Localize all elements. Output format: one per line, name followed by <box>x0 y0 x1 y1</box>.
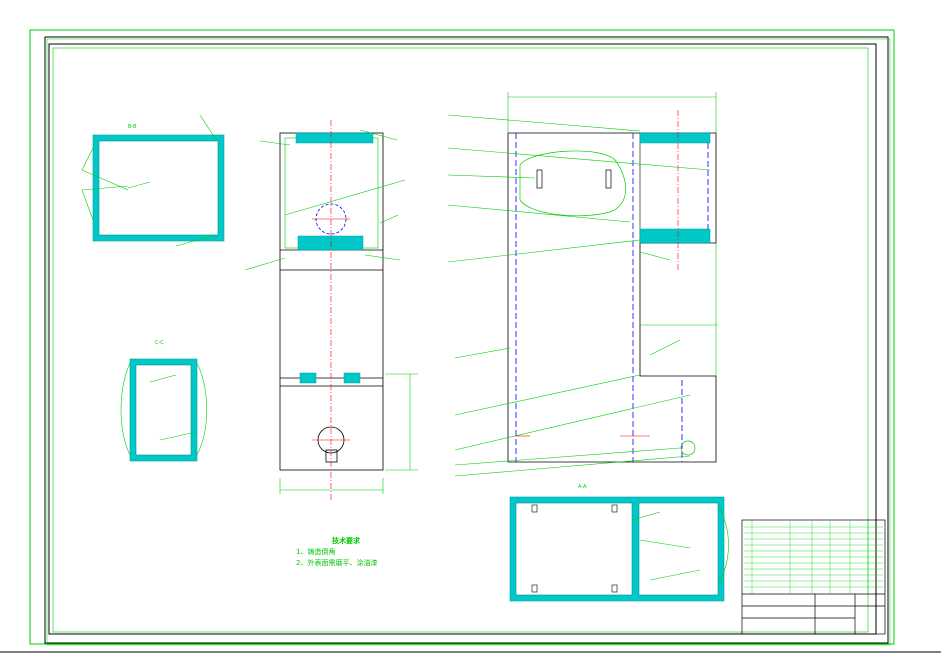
title-block <box>741 519 886 635</box>
front-elevation-view <box>244 120 418 500</box>
section-a-a-label: A-A <box>578 484 587 490</box>
section-b-b-label: B-B <box>128 124 137 130</box>
notes-line-2: 2、外表面需磨平、涂油漆 <box>296 559 378 567</box>
notes-title: 技术要求 <box>332 537 360 545</box>
section-c-c-label: C-C <box>155 340 164 346</box>
technical-requirements: 技术要求 1、铸造倒角 2、外表面需磨平、涂油漆 <box>296 536 377 569</box>
section-c-c-view <box>120 358 208 462</box>
notes-line-1: 1、铸造倒角 <box>296 548 336 556</box>
section-a-a-view <box>509 496 729 602</box>
drawing-frame <box>0 29 941 653</box>
side-elevation-view <box>447 92 718 477</box>
section-b-b-view <box>81 114 225 247</box>
